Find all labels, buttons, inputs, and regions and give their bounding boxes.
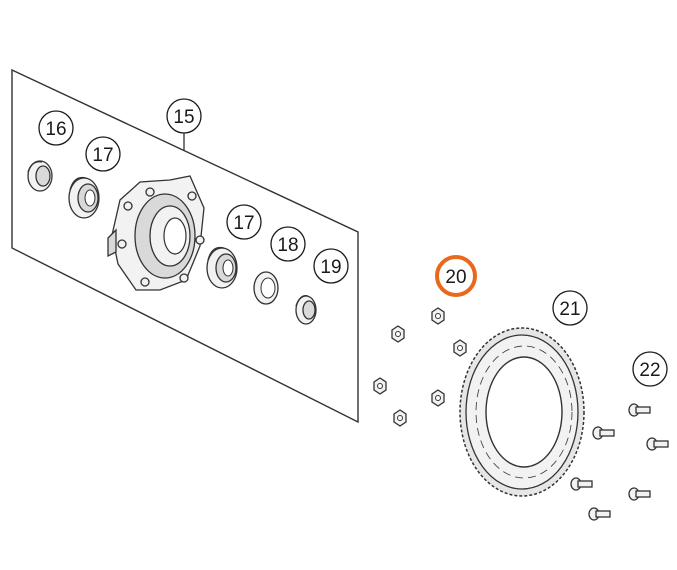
callout-18[interactable]: 18	[270, 226, 306, 262]
callout-label-19: 19	[320, 257, 341, 278]
nut	[393, 409, 407, 427]
callout-15[interactable]: 15	[166, 98, 202, 134]
bolt	[570, 477, 593, 491]
bolt	[588, 507, 611, 521]
callout-21[interactable]: 21	[552, 290, 588, 326]
nuts-part-20	[373, 307, 467, 427]
callout-label-17-left: 17	[92, 145, 113, 166]
callout-label-15: 15	[173, 107, 194, 128]
callout-22[interactable]: 22	[632, 351, 668, 387]
callout-label-21: 21	[559, 299, 580, 320]
nut	[453, 339, 467, 357]
callout-16[interactable]: 16	[38, 110, 74, 146]
callout-label-17-right: 17	[233, 213, 254, 234]
bolt	[646, 437, 669, 451]
bearing-part-17-right	[206, 246, 238, 289]
nut	[431, 307, 445, 325]
bolts-part-22	[570, 403, 669, 521]
callout-20-highlighted[interactable]: 20	[435, 255, 477, 297]
callout-17-right[interactable]: 17	[226, 204, 262, 240]
nut	[391, 325, 405, 343]
callout-19[interactable]: 19	[313, 248, 349, 284]
nut	[373, 377, 387, 395]
bearing-part-17-left	[68, 176, 100, 219]
callout-17-left[interactable]: 17	[85, 136, 121, 172]
spacer-part-18	[253, 271, 279, 305]
hub-part-15	[107, 175, 205, 291]
sprocket-part-21	[459, 327, 585, 497]
bolt	[628, 403, 651, 417]
callout-label-18: 18	[277, 235, 298, 256]
nut	[431, 389, 445, 407]
bolt	[592, 426, 615, 440]
assembly-panel	[11, 68, 359, 424]
seal-part-19	[295, 295, 317, 325]
callout-label-22: 22	[639, 360, 660, 381]
callout-label-16: 16	[45, 119, 66, 140]
bolt	[628, 487, 651, 501]
seal-part-16	[27, 160, 53, 192]
callout-label-20: 20	[445, 267, 466, 288]
